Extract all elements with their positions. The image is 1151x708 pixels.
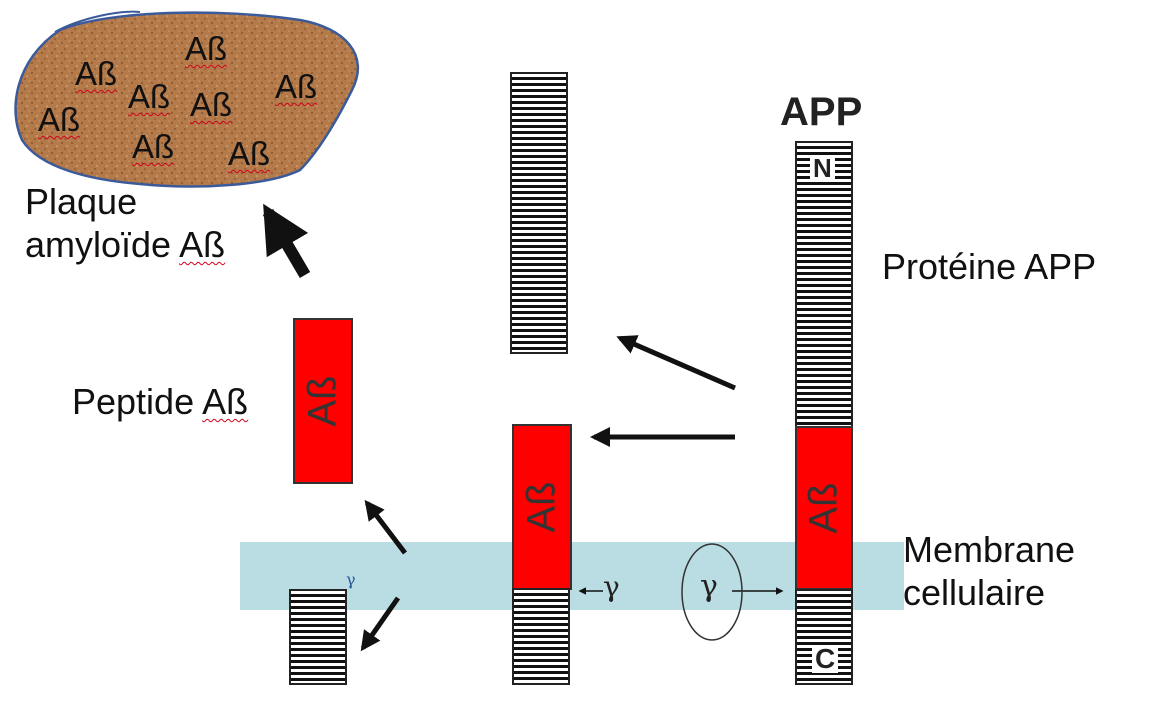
peptide-label: Peptide Aß: [72, 380, 248, 423]
plaque-abeta-label: Aß: [228, 135, 271, 172]
n-terminal-label: N: [810, 155, 835, 181]
membrane-label: Membrane cellulaire: [903, 528, 1075, 614]
app-abeta-domain: Aß: [795, 426, 853, 590]
gamma-arrow-label: γ: [603, 573, 620, 601]
gamma-secretase-ellipse: [681, 543, 743, 641]
peptide-label-prefix: Peptide: [72, 381, 203, 422]
amyloid-plaque: [14, 10, 360, 188]
arrow-to-n-fragment: [616, 335, 736, 391]
plaque-abeta-label: Aß: [128, 78, 171, 115]
gamma-middle-symbol: γ: [603, 570, 620, 603]
plaque-abeta-label: Aß: [275, 68, 318, 105]
n-terminal-fragment: [510, 72, 568, 354]
app-abeta-label: Aß: [801, 482, 846, 534]
plaque-abeta-label: Aß: [132, 128, 175, 165]
membrane-label-line1: Membrane: [903, 529, 1076, 570]
gamma-small-label: γ: [346, 570, 356, 589]
plaque-caption-abeta: Aß: [179, 224, 226, 266]
plaque-abeta-label: Aß: [185, 30, 228, 67]
plaque-caption-prefix: amyloïde: [25, 224, 180, 266]
released-abeta-label: Aß: [300, 375, 345, 427]
cell-membrane: [240, 542, 904, 610]
c-terminal-label: C: [812, 645, 839, 673]
plaque-blob-shape: [14, 11, 360, 188]
plaque-caption-line1: Plaque: [25, 181, 138, 222]
plaque-caption: Plaque amyloïde Aß: [25, 180, 225, 266]
middle-c-terminal-fragment: [512, 588, 570, 685]
app-title: APP: [780, 90, 863, 134]
middle-abeta-label: Aß: [519, 481, 564, 533]
middle-abeta-fragment: Aß: [512, 424, 572, 590]
arrow-to-peptide: [364, 499, 407, 555]
released-abeta-peptide: Aß: [293, 318, 353, 484]
plaque-outline-stroke: [54, 10, 141, 33]
arrow-to-plaque: [262, 203, 311, 279]
plaque-abeta-label: Aß: [38, 101, 81, 138]
released-c-terminal-fragment: [289, 589, 347, 685]
peptide-label-abeta: Aß: [202, 381, 249, 422]
arrow-to-c-fragment: [360, 596, 401, 652]
gamma-circled-label: γ: [700, 569, 718, 604]
app-n-terminal-segment: [795, 141, 853, 428]
membrane-label-line2: cellulaire: [903, 572, 1046, 614]
plaque-caption-line2: amyloïde Aß: [25, 223, 225, 266]
protein-app-label: Protéine APP: [882, 246, 1097, 287]
plaque-abeta-label: Aß: [190, 86, 233, 123]
plaque-abeta-label: Aß: [75, 55, 118, 92]
